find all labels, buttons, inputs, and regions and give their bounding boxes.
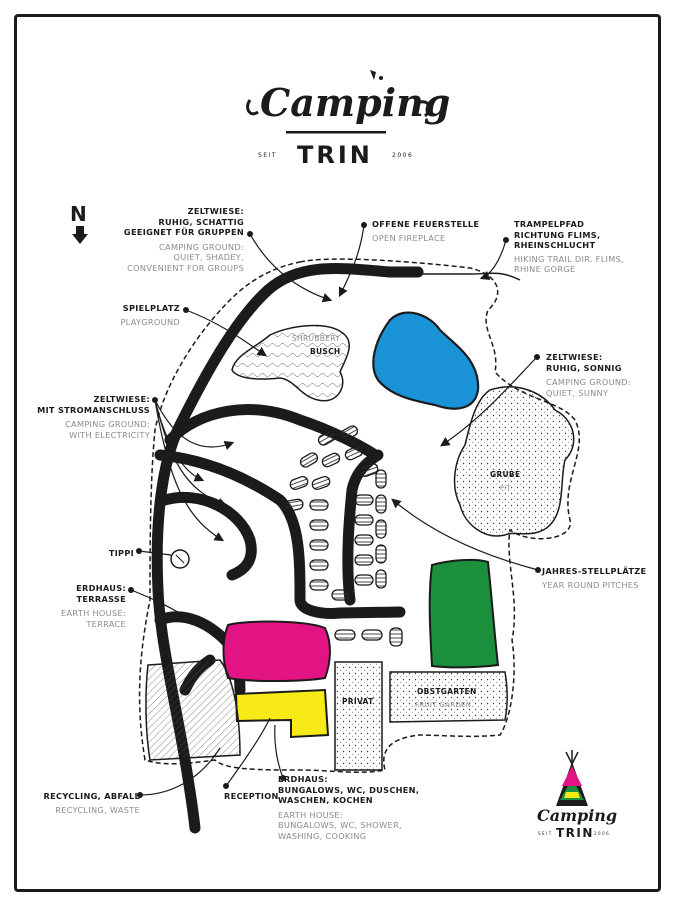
area-shrubbery: Shrubbery <box>292 334 341 343</box>
label-earth-house-terrace: Erdhaus: Terrasse Earth house: terrace <box>61 583 126 629</box>
campsite-boundary <box>138 258 580 773</box>
header-year: 2006 <box>392 152 414 159</box>
pointer-lines-plain <box>130 550 284 796</box>
green-pitch-area <box>428 558 500 669</box>
area-busch: Busch <box>310 347 341 356</box>
header-seit: SEIT <box>258 152 278 159</box>
label-camping-ground-electricity: Zeltwiese: mit Stromanschluss Camping gr… <box>37 394 150 440</box>
hiking-trail <box>400 272 521 281</box>
area-private: Privat <box>342 697 374 706</box>
logo-seit: SEIT <box>538 831 553 836</box>
label-earth-house-bungalows: Erdhaus: Bungalows, WC, Duschen, Waschen… <box>278 774 420 841</box>
earth-house-terrace <box>222 620 331 682</box>
fruit-garden <box>389 671 508 723</box>
header-script-title: Camping <box>260 80 451 125</box>
label-playground: Spielplatz Playground <box>120 303 180 327</box>
private-area <box>334 661 383 771</box>
logo-script: Camping <box>537 806 618 825</box>
north-arrow-icon <box>72 226 88 244</box>
reception-building <box>234 688 330 739</box>
label-hiking-trail: Trampelpfad Richtung Flims, Rheinschluch… <box>514 219 625 274</box>
logo-year: 2006 <box>594 831 611 836</box>
label-tippi: Tippi <box>108 548 134 558</box>
recycling-area <box>145 659 241 761</box>
area-pit: pit <box>500 484 511 492</box>
pitches <box>284 425 403 647</box>
label-camping-ground-shady: Zeltwiese: ruhig, schattig geeignet für … <box>123 206 244 273</box>
label-recycling: Recycling, Abfall Recycling, waste <box>43 791 140 815</box>
header-brand: TRIN <box>297 141 373 169</box>
lake <box>372 311 480 410</box>
area-grube: Grube <box>490 470 521 479</box>
compass-letter: N <box>70 202 87 226</box>
area-fruit-garden: Obstgarten <box>417 687 477 696</box>
pit-area <box>453 386 575 537</box>
label-reception: Reception <box>224 791 279 801</box>
header-flourish-icon <box>246 70 431 134</box>
label-fireplace: offene Feuerstelle open fireplace <box>372 219 480 243</box>
logo-brand: TRIN <box>556 826 594 840</box>
tippi-spot <box>170 549 190 569</box>
logo-tipi-icon <box>556 750 588 806</box>
area-fruit-garden-en: fruit garden <box>415 701 472 709</box>
pointer-lines <box>154 224 539 571</box>
label-year-round-pitches: Jahres-Stellplätze Year round pitches <box>542 566 647 590</box>
label-camping-ground-sunny: Zeltwiese: ruhig, sonnig Camping ground:… <box>546 352 631 398</box>
pointer-dots <box>128 222 541 798</box>
shrubbery <box>231 324 350 402</box>
